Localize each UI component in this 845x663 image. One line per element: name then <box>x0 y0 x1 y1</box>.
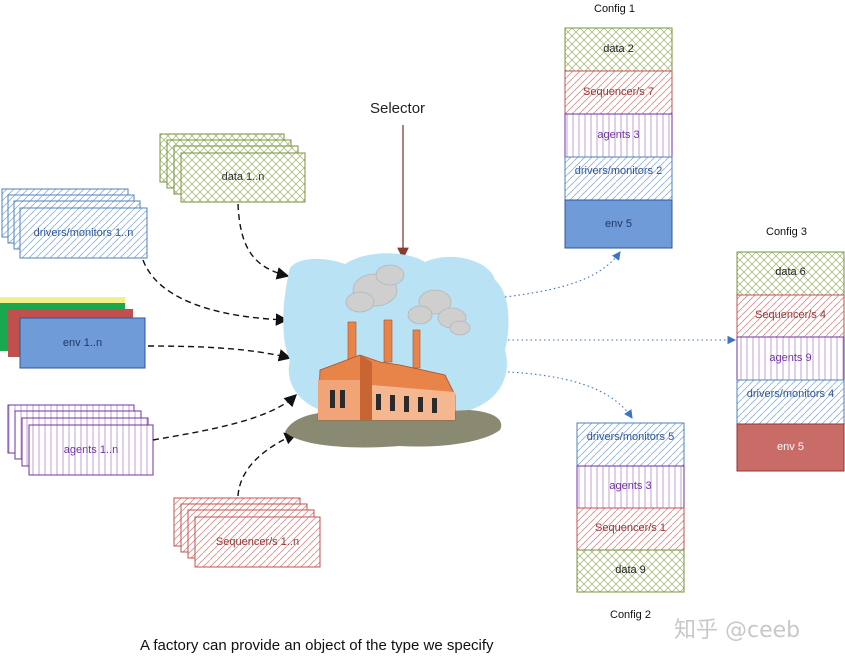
drivers-source-stack <box>1 188 148 259</box>
input-arrows <box>142 203 298 497</box>
config3-cell-sequencer: Sequencer/s 4 <box>755 309 826 321</box>
data-source-stack <box>159 133 306 203</box>
config1-cell-data: data 2 <box>603 43 634 55</box>
env-source-stack <box>0 297 146 369</box>
config2-cell-agents: agents 3 <box>609 480 652 492</box>
config2-stack <box>576 422 685 593</box>
config2-cell-drivers: drivers/monitors 5 <box>586 431 675 443</box>
config2-title: Config 2 <box>610 609 651 621</box>
config2-cell-sequencer: Sequencer/s 1 <box>595 522 666 534</box>
config3-stack <box>736 251 845 472</box>
config3-cell-agents: agents 9 <box>769 352 812 364</box>
env-source-label: env 1..n <box>62 337 103 349</box>
config2-cell-data: data 9 <box>615 564 646 576</box>
config3-cell-env: env 5 <box>777 441 804 453</box>
diagram-caption: A factory can provide an object of the t… <box>140 637 494 654</box>
smoke-icon <box>345 264 471 336</box>
sequencer-source-label: Sequencer/s 1..n <box>215 536 300 548</box>
config1-title: Config 1 <box>594 3 635 15</box>
agents-source-label: agents 1..n <box>63 444 119 456</box>
config1-cell-env: env 5 <box>605 218 632 230</box>
output-arrows <box>504 251 737 419</box>
config1-cell-agents: agents 3 <box>597 129 640 141</box>
config1-cell-drivers: drivers/monitors 2 <box>574 165 663 177</box>
config1-stack <box>564 27 673 249</box>
config3-cell-data: data 6 <box>775 266 806 278</box>
config1-cell-sequencer: Sequencer/s 7 <box>583 86 654 98</box>
agents-source-stack <box>7 404 154 476</box>
factory-icon <box>317 319 456 421</box>
sequencer-source-stack <box>173 497 321 568</box>
config3-cell-drivers: drivers/monitors 4 <box>746 388 835 400</box>
data-source-label: data 1..n <box>221 171 265 183</box>
selector-label: Selector <box>370 100 426 117</box>
watermark: 知乎 @ceeb <box>674 618 801 643</box>
drivers-source-label: drivers/monitors 1..n <box>33 227 134 239</box>
config3-title: Config 3 <box>766 226 807 238</box>
